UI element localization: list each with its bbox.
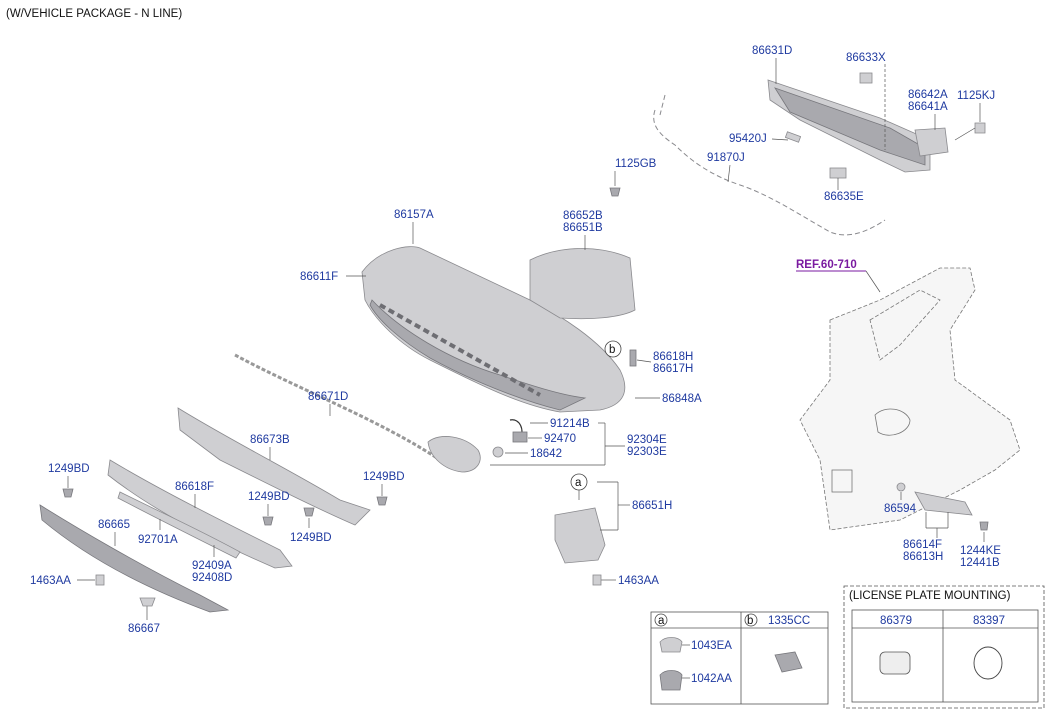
label-86633X: 86633X (846, 52, 886, 64)
table-ab: a b 1335CC 1043EA 1042AA (650, 611, 829, 705)
label-92408D: 92408D (192, 572, 232, 584)
grommet-icon (973, 646, 1003, 680)
label-86667: 86667 (128, 623, 160, 635)
label-86617H: 86617H (653, 363, 693, 375)
bumper-beam-group (653, 72, 986, 236)
label-86631D: 86631D (752, 45, 792, 57)
label-86673B: 86673B (250, 434, 290, 446)
strip-92409A (117, 491, 241, 559)
label-1249BD-right: 1249BD (363, 471, 405, 483)
label-86635E: 86635E (824, 191, 864, 203)
label-86618F: 86618F (175, 481, 214, 493)
label-86651H: 86651H (632, 500, 672, 512)
side-bracket (529, 248, 636, 320)
strip-86618F (107, 459, 293, 569)
label-1463AA-left: 1463AA (30, 575, 71, 587)
label-1244KE: 1244KE (960, 545, 1001, 557)
table-a-part2: 1042AA (691, 673, 732, 685)
label-86651B: 86651B (563, 222, 603, 234)
label-86641A: 86641A (908, 101, 948, 113)
label-1125KJ: 1125KJ (957, 90, 995, 102)
label-86618H: 86618H (653, 351, 693, 363)
license-plate-section: (LICENSE PLATE MOUNTING) 86379 83397 (843, 585, 1045, 709)
label-86848A: 86848A (662, 393, 702, 405)
label-86613H: 86613H (903, 551, 943, 563)
license-plate-title: (LICENSE PLATE MOUNTING) (849, 590, 1011, 602)
strip-86671D (234, 353, 441, 462)
label-12441B: 12441B (960, 557, 1000, 569)
table-col-b: b (747, 615, 753, 627)
table-col-a: a (658, 615, 665, 627)
label-91214B: 91214B (550, 418, 590, 430)
label-18642: 18642 (530, 448, 562, 460)
callout-a: a (575, 477, 582, 489)
label-86594: 86594 (884, 503, 917, 515)
label-86665: 86665 (98, 519, 130, 531)
bracket-86651H (554, 507, 606, 564)
license-col2: 83397 (973, 615, 1005, 627)
rubber-pad-icon (879, 651, 911, 675)
label-86671D: 86671D (308, 391, 348, 403)
label-1249BD-left: 1249BD (48, 463, 90, 475)
label-86157A: 86157A (394, 209, 434, 221)
label-91870J: 91870J (707, 152, 745, 164)
label-86652B: 86652B (563, 210, 603, 222)
label-92304E: 92304E (627, 434, 667, 446)
table-a-part1: 1043EA (691, 640, 732, 652)
bumper-cover (361, 246, 626, 413)
reflector-86614F (914, 491, 973, 516)
ref-label[interactable]: REF.60-710 (796, 259, 857, 271)
label-1125GB: 1125GB (615, 158, 657, 170)
skid-plate-86665 (39, 504, 230, 613)
label-1249BD-mid: 1249BD (248, 491, 290, 503)
label-86611F: 86611F (300, 271, 338, 283)
label-1249BD-low: 1249BD (290, 532, 332, 544)
lamp-assembly (427, 436, 481, 473)
label-86614F: 86614F (903, 539, 942, 551)
label-1463AA-right: 1463AA (618, 575, 659, 587)
diagram-header: (W/VEHICLE PACKAGE - N LINE) (6, 8, 182, 20)
label-86642A: 86642A (908, 89, 948, 101)
label-92409A: 92409A (192, 560, 232, 572)
ref-quarter-panel (799, 267, 1021, 531)
label-92701A: 92701A (138, 534, 178, 546)
label-92303E: 92303E (627, 446, 667, 458)
label-92470: 92470 (544, 433, 576, 445)
diffuser-86673B (177, 407, 371, 526)
license-col1: 86379 (880, 615, 912, 627)
label-95420J: 95420J (729, 133, 767, 145)
callout-b: b (609, 344, 615, 356)
table-b-part: 1335CC (768, 615, 810, 627)
